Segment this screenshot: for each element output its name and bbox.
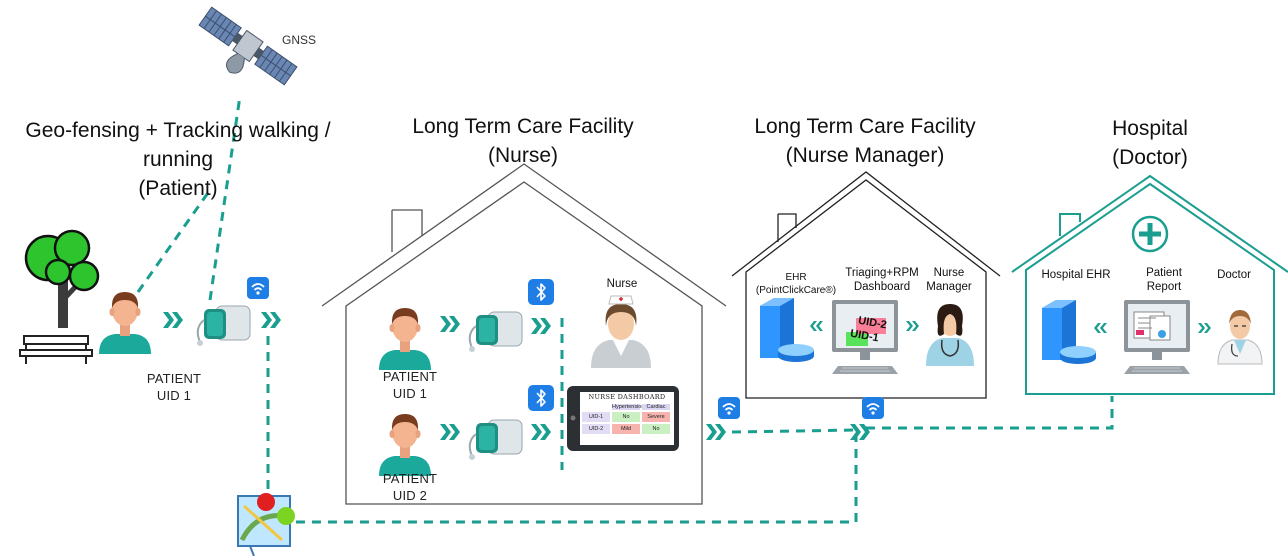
dashboard-table: Hypertension Cardiac UID-1 No Severe UID… (582, 404, 672, 434)
patient-avatar (379, 414, 431, 476)
chevron-icon (1094, 323, 1107, 333)
patient-avatar (99, 292, 151, 354)
wearable-device-icon (196, 305, 251, 347)
wifi-icon (717, 396, 741, 420)
chevron-icon (440, 316, 460, 332)
chevron-icon (906, 321, 919, 331)
nurse-icon (591, 295, 651, 368)
server-icon (760, 298, 814, 362)
map-pin-icon (237, 493, 295, 556)
nurse-dashboard: NURSE DASHBOARD Hypertension Cardiac UID… (582, 393, 672, 444)
chevron-icon (531, 318, 551, 334)
manager-house-outline (731, 171, 1001, 399)
table-cell: Mild (612, 424, 640, 434)
nurse-role-label: Nurse (606, 278, 638, 290)
table-header-cell: Cardiac (642, 404, 670, 410)
satellite-icon (198, 6, 298, 86)
hospital-zone-title: Hospital (Doctor) (1112, 117, 1188, 169)
chevron-icon (706, 424, 726, 440)
connector-lines (136, 95, 1114, 524)
wearable-device-icon (468, 419, 523, 461)
table-header-cell (582, 404, 610, 410)
patient-report-label: Patient Report (1146, 267, 1182, 293)
nurse-manager-label: Nurse Manager (926, 267, 972, 293)
medical-cross-icon (1131, 215, 1169, 253)
doctor-label: Doctor (1217, 269, 1251, 281)
chevron-icon (810, 321, 823, 331)
wifi-icon (861, 396, 885, 420)
table-cell: UID-2 (582, 424, 610, 434)
tree-icon (24, 229, 100, 328)
hospital-house-outline (1011, 174, 1288, 395)
chevron-icon (163, 312, 183, 328)
table-cell: No (612, 412, 640, 422)
chevron-icon (850, 424, 870, 440)
bench-icon (19, 335, 93, 364)
table-cell: UID-1 (582, 412, 610, 422)
chevron-icon (440, 424, 460, 440)
dashboard-label: Triaging+RPM Dashboard (845, 267, 919, 293)
chevron-icon (1198, 323, 1211, 333)
chevron-icon (531, 424, 551, 440)
dashboard-title: NURSE DASHBOARD (588, 393, 666, 401)
patient-zone-title: Geo-fensing + Tracking walking / running… (25, 119, 331, 200)
chevron-icon (261, 312, 281, 328)
gnss-label: GNSS (282, 33, 317, 47)
patient-uid1-label: PATIENT UID 1 (146, 371, 202, 403)
table-cell: No (642, 424, 670, 434)
nurse-patient1-label: PATIENT UID 1 (382, 369, 438, 401)
table-cell: Severe (642, 412, 670, 422)
nurse-patient2-label: PATIENT UID 2 (382, 471, 438, 503)
nurse-zone-title: Long Term Care Facility (Nurse) (412, 115, 634, 167)
bluetooth-icon (527, 384, 555, 412)
wifi-icon (246, 276, 270, 300)
nurse-house-outline (321, 163, 727, 505)
bluetooth-icon (527, 278, 555, 306)
manager-zone-title: Long Term Care Facility (Nurse Manager) (754, 115, 976, 167)
patient-avatar (379, 308, 431, 370)
wearable-device-icon (468, 311, 523, 353)
nurse-manager-icon (926, 304, 974, 366)
table-header-cell: Hypertension (612, 404, 645, 410)
ehr-label: EHR (PointClickCare®) (755, 272, 837, 296)
doctor-icon (1217, 310, 1263, 365)
server-icon (1042, 300, 1096, 364)
hospital-ehr-label: Hospital EHR (1041, 269, 1111, 281)
